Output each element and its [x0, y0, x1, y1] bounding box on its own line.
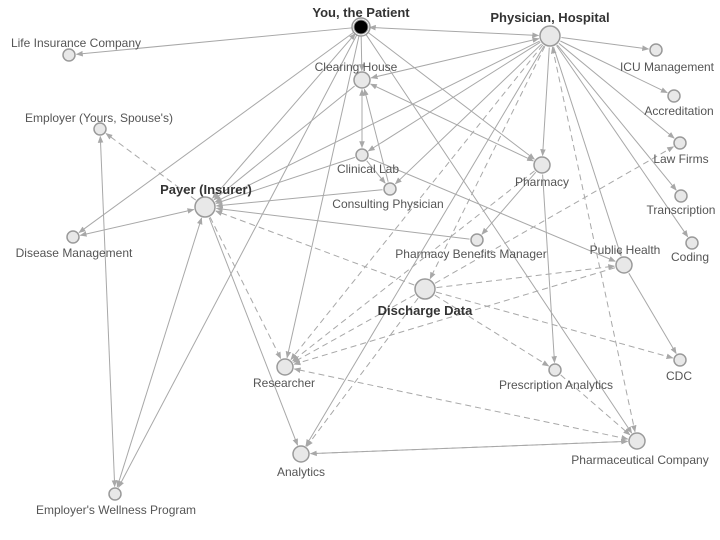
node-transcription[interactable] — [674, 189, 688, 203]
edge-patient-to-clearing — [358, 35, 365, 72]
label-wellness: Employer's Wellness Program — [36, 503, 196, 517]
node-clearing[interactable] — [353, 71, 371, 89]
node-physician[interactable] — [539, 25, 561, 47]
edge-payer-to-wellness — [116, 217, 203, 488]
node-discharge[interactable] — [414, 278, 436, 300]
edge-pharmacy-to-researcher — [291, 170, 535, 362]
node-pbm[interactable] — [470, 233, 484, 247]
node-coding[interactable] — [685, 236, 699, 250]
label-lifeins: Life Insurance Company — [11, 36, 141, 50]
edge-pbm-to-payer — [215, 206, 470, 240]
edge-clearing-to-payer — [213, 85, 355, 201]
edge-publichealth-to-researcher — [293, 267, 616, 366]
label-physician: Physician, Hospital — [490, 10, 609, 25]
edge-discharge-to-researcher — [292, 294, 416, 363]
edge-publichealth-to-cdc — [628, 272, 677, 355]
edge-discharge-to-publichealth — [436, 264, 616, 289]
edges-layer — [75, 24, 689, 488]
edge-discharge-to-cdc — [435, 291, 674, 359]
edge-clinical-to-publichealth — [368, 157, 616, 262]
label-clearing: Clearing House — [315, 60, 398, 74]
node-employer[interactable] — [93, 122, 107, 136]
label-analytics: Analytics — [277, 465, 325, 479]
label-cdc: CDC — [666, 369, 692, 383]
edge-physician-to-clearing — [370, 37, 540, 80]
edge-payer-to-analytics — [208, 217, 299, 446]
node-researcher[interactable] — [276, 358, 294, 376]
edge-clinical-to-consulting — [366, 160, 386, 184]
node-pharmacy[interactable] — [533, 156, 551, 174]
label-pbm: Pharmacy Benefits Manager — [395, 247, 546, 261]
edge-discharge-to-payer — [215, 210, 415, 286]
node-accred[interactable] — [667, 89, 681, 103]
edge-patient-to-researcher — [285, 35, 360, 359]
label-publichealth: Public Health — [590, 243, 661, 257]
nodes-layer — [62, 17, 699, 501]
node-lawfirms[interactable] — [673, 136, 687, 150]
edge-employer-to-wellness — [97, 135, 118, 488]
node-patient[interactable] — [353, 19, 369, 35]
node-publichealth[interactable] — [615, 256, 633, 274]
edge-discharge-to-rxanalytics — [434, 294, 550, 367]
node-disease[interactable] — [66, 230, 80, 244]
edge-payer-to-disease — [79, 208, 195, 237]
edge-discharge-to-lawfirms — [434, 146, 675, 284]
node-icu[interactable] — [649, 43, 663, 57]
edge-patient-to-payer — [212, 32, 356, 199]
label-clinical: Clinical Lab — [337, 162, 399, 176]
edge-physician-to-discharge — [429, 46, 546, 280]
label-discharge: Discharge Data — [378, 303, 473, 318]
label-patient: You, the Patient — [312, 5, 410, 20]
edge-patient-to-disease — [78, 31, 355, 233]
node-pharmaco[interactable] — [628, 432, 646, 450]
edge-pharmaco-to-researcher — [293, 367, 629, 441]
edge-clinical-to-payer — [215, 156, 356, 205]
node-rxanalytics[interactable] — [548, 363, 562, 377]
label-payer: Payer (Insurer) — [160, 182, 252, 197]
node-analytics[interactable] — [292, 445, 310, 463]
edge-payer-to-employer — [105, 133, 197, 201]
edge-patient-to-pharmacy — [367, 31, 536, 160]
edge-physician-to-researcher — [290, 44, 544, 361]
edge-pharmacy-to-rxanalytics — [542, 174, 557, 364]
label-coding: Coding — [671, 250, 709, 264]
edge-consulting-to-clearing — [363, 88, 389, 182]
label-disease: Disease Management — [16, 246, 133, 260]
edge-payer-to-researcher — [209, 217, 282, 360]
node-cdc[interactable] — [673, 353, 687, 367]
label-pharmaco: Pharmaceutical Company — [571, 453, 708, 467]
edge-physician-to-publichealth — [553, 46, 622, 257]
node-clinical[interactable] — [355, 148, 369, 162]
labels-layer: You, the Patient Physician, HospitalLife … — [11, 5, 716, 517]
edge-patient-to-pharmaco — [365, 33, 633, 434]
edge-physician-to-pharmaco — [551, 46, 637, 433]
edge-physician-to-lawfirms — [558, 42, 675, 139]
label-accred: Accreditation — [644, 104, 713, 118]
label-transcription: Transcription — [647, 203, 716, 217]
edge-physician-to-patient — [368, 24, 540, 38]
edge-discharge-to-analytics — [306, 297, 419, 447]
edge-consulting-to-payer — [215, 189, 383, 209]
label-lawfirms: Law Firms — [653, 152, 708, 166]
node-payer[interactable] — [194, 196, 216, 218]
label-pharmacy: Pharmacy — [515, 175, 569, 189]
label-researcher: Researcher — [253, 376, 315, 390]
label-icu: ICU Management — [620, 60, 715, 74]
node-lifeins[interactable] — [62, 48, 76, 62]
label-rxanalytics: Prescription Analytics — [499, 378, 613, 392]
edge-physician-to-pharmacy — [540, 47, 550, 157]
node-consulting[interactable] — [383, 182, 397, 196]
edge-analytics-to-pharmaco — [310, 438, 629, 455]
edge-clearing-to-pharmacy — [369, 83, 535, 162]
label-employer: Employer (Yours, Spouse's) — [25, 111, 173, 125]
node-wellness[interactable] — [108, 487, 122, 501]
edge-physician-to-consulting — [394, 43, 543, 185]
label-consulting: Consulting Physician — [332, 197, 443, 211]
edge-pharmacy-to-pbm — [481, 171, 537, 235]
